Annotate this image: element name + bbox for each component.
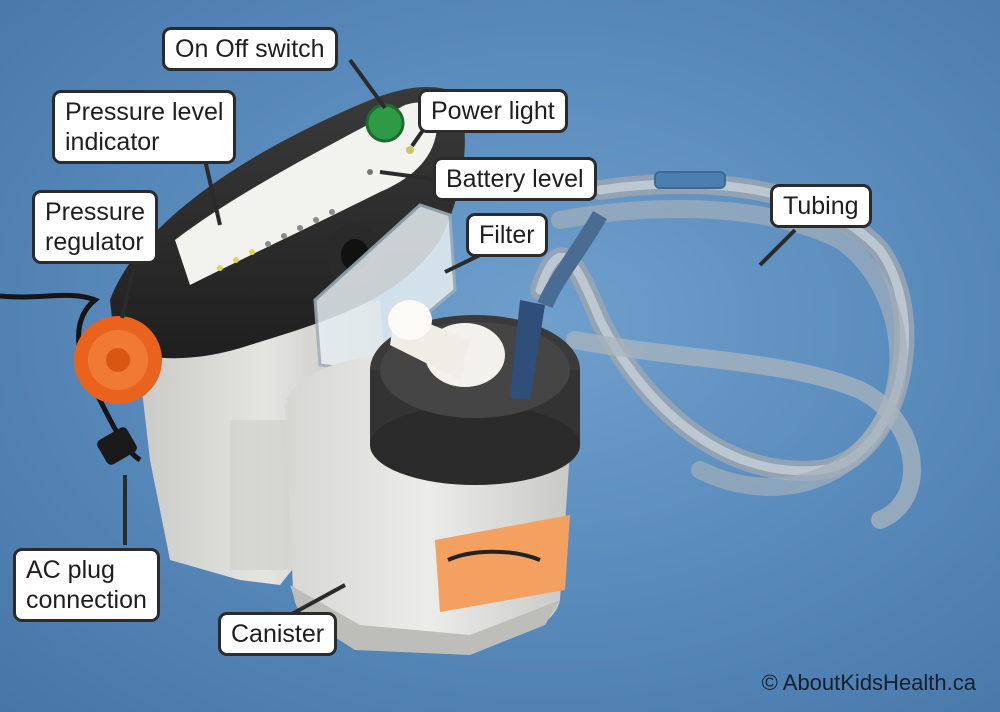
pressure-regulator-label-line1: Pressure [45, 198, 146, 226]
callout-leaders [120, 58, 797, 617]
on-off-switch-callout: On Off switch [162, 27, 338, 71]
battery-level-callout: Battery level [433, 157, 597, 201]
ac-plug-connection-callout: AC plug connection [13, 548, 160, 622]
canister-callout: Canister [218, 612, 338, 656]
filter-housing [313, 203, 457, 372]
on-off-switch-label: On Off switch [175, 35, 325, 63]
canister-sticker [435, 515, 570, 612]
blue-tube-connector [510, 300, 545, 400]
pressure-level-indicator-label-line2: indicator [65, 128, 160, 156]
pressure-gauge-dots [217, 209, 335, 271]
copyright-notice: © AboutKidsHealth.ca [761, 670, 976, 695]
ac-plug [97, 427, 137, 465]
filter-callout: Filter [466, 213, 548, 257]
ac-plug-label-line1: AC plug [26, 556, 115, 584]
power-light-label: Power light [431, 97, 555, 125]
control-panel-label [175, 102, 438, 285]
pressure-regulator-callout: Pressure regulator [32, 190, 159, 264]
battery-level-label: Battery level [446, 165, 584, 193]
pressure-level-indicator-callout: Pressure level indicator [52, 90, 237, 164]
pressure-regulator-label-line2: regulator [45, 228, 144, 256]
tubing-callout: Tubing [770, 184, 872, 228]
power-light-callout: Power light [418, 89, 568, 133]
tubing-label: Tubing [783, 192, 859, 220]
canister-base [290, 585, 560, 655]
filter-label: Filter [479, 221, 535, 249]
canister-label: Canister [231, 620, 325, 648]
pressure-level-indicator-label-line1: Pressure level [65, 98, 224, 126]
power-button [365, 103, 405, 143]
ac-plug-label-line2: connection [26, 586, 147, 614]
